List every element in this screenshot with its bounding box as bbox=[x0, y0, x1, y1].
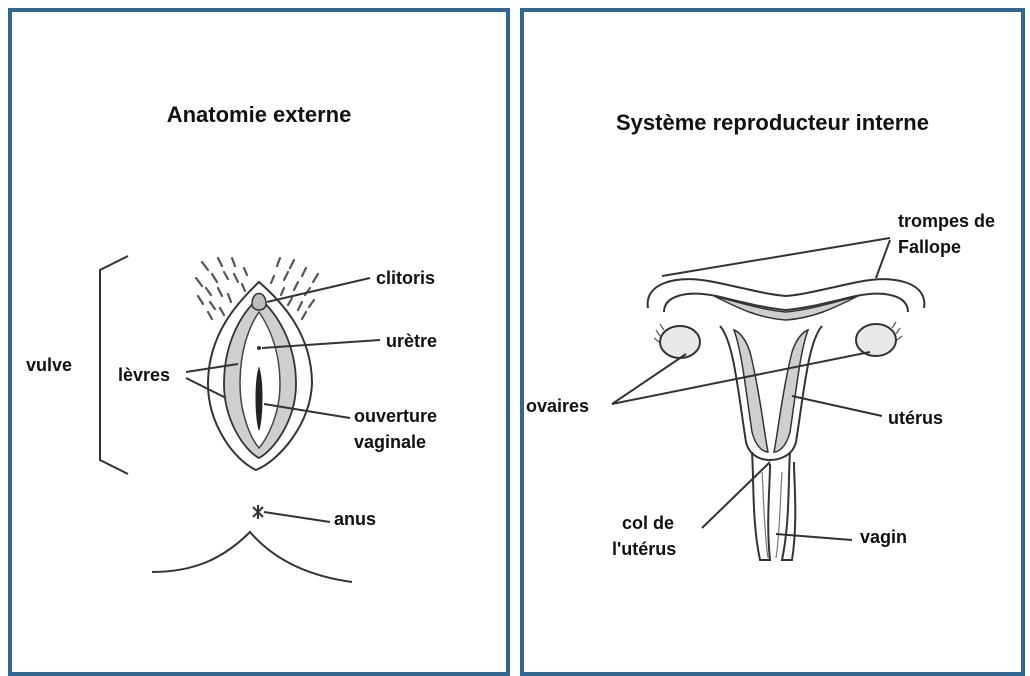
urethra-dot bbox=[257, 346, 261, 350]
label-anus: anus bbox=[334, 508, 376, 530]
uterus-body bbox=[720, 326, 822, 460]
label-col-de: col de bbox=[622, 512, 674, 534]
label-vagin: vagin bbox=[860, 526, 907, 548]
label-levres: lèvres bbox=[118, 364, 170, 386]
label-vaginale: vaginale bbox=[354, 431, 426, 453]
label-ovaires: ovaires bbox=[526, 395, 589, 417]
label-clitoris: clitoris bbox=[376, 267, 435, 289]
external-anatomy-panel: Anatomie externe bbox=[8, 8, 510, 676]
ovary-right bbox=[856, 324, 896, 356]
fallopian-tubes bbox=[648, 279, 925, 312]
anus-mark bbox=[253, 505, 263, 519]
vagina bbox=[752, 452, 795, 560]
label-fallope: Fallope bbox=[898, 236, 961, 258]
label-uretre: urètre bbox=[386, 330, 437, 352]
vaginal-lining bbox=[762, 472, 782, 558]
vaginal-opening bbox=[256, 368, 262, 430]
label-uterus: utérus bbox=[888, 407, 943, 429]
label-trompes: trompes de bbox=[898, 210, 995, 232]
label-col-uterus: l'utérus bbox=[612, 538, 676, 560]
label-vulve: vulve bbox=[26, 354, 72, 376]
internal-system-panel: Système reproducteur interne bbox=[520, 8, 1025, 676]
buttock-curve bbox=[152, 532, 352, 582]
ovary-left bbox=[660, 326, 700, 358]
clitoris-shape bbox=[252, 294, 266, 311]
label-ouverture: ouverture bbox=[354, 405, 437, 427]
internal-system-illustration bbox=[524, 12, 1025, 676]
